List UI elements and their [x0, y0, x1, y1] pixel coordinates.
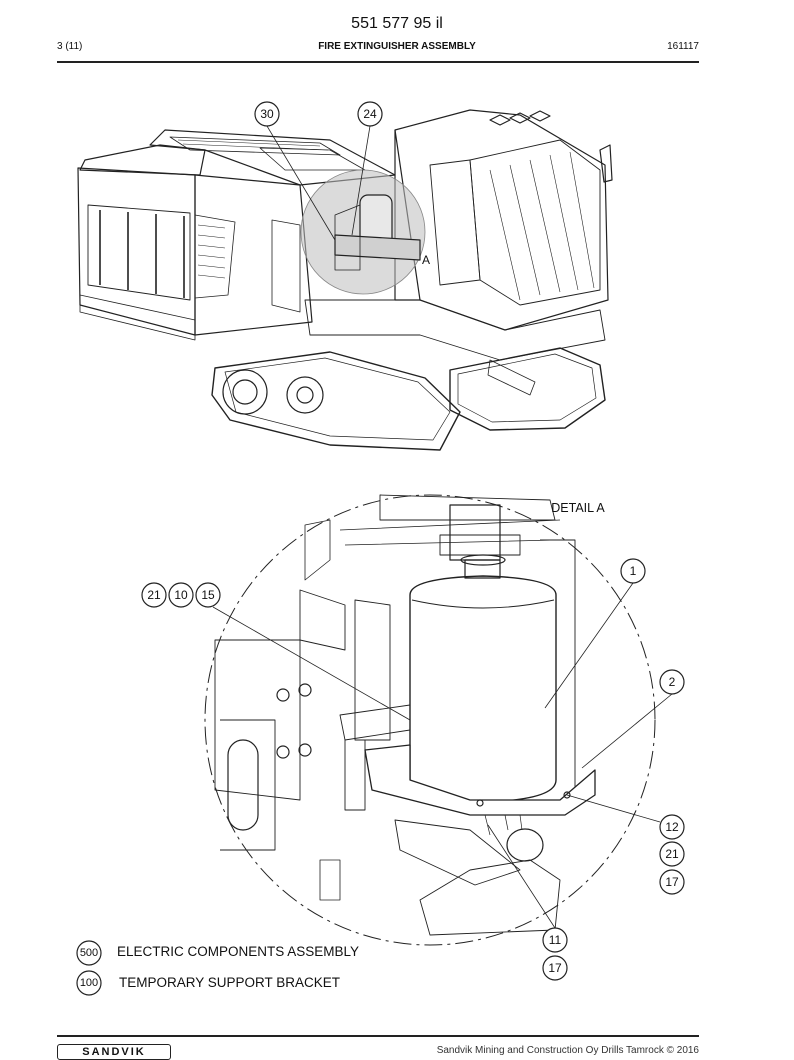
- detail-marker: A: [422, 253, 430, 267]
- callout-17: 17: [665, 875, 679, 889]
- callout-11: 11: [549, 933, 562, 947]
- detail-a-drawing: [204, 494, 656, 946]
- page-indicator: 3 (11): [57, 41, 83, 52]
- overview-callouts: [254, 101, 383, 127]
- detail-callouts: [141, 558, 685, 981]
- brand-logo: SANDVIK: [57, 1044, 171, 1060]
- drill-rig-illustration: [77, 109, 613, 451]
- callout-12: 12: [665, 820, 679, 834]
- legend-circles: [76, 940, 102, 996]
- callout-21: 21: [147, 588, 161, 602]
- callout-2: 2: [669, 675, 676, 689]
- detail-boundary: [204, 494, 656, 946]
- document-number: 551 577 95 il: [351, 15, 443, 32]
- detail-title: DETAIL A: [551, 501, 605, 515]
- callout-30: 30: [260, 107, 274, 121]
- callout-24: 24: [363, 107, 377, 121]
- legend-label-bracket: TEMPORARY SUPPORT BRACKET: [119, 975, 341, 990]
- detail-leaders: [212, 582, 673, 929]
- revision-code: 161117: [667, 41, 699, 52]
- footer-rule: [57, 1035, 699, 1037]
- header-rule: [57, 61, 699, 63]
- mounting-bracket: [364, 744, 596, 816]
- legend-label-electric: ELECTRIC COMPONENTS ASSEMBLY: [117, 944, 360, 959]
- legend-ref-100: 100: [80, 977, 98, 989]
- callout-17b: 17: [548, 961, 562, 975]
- callout-21b: 21: [665, 847, 679, 861]
- legend-ref-500: 500: [80, 947, 98, 959]
- callout-1: 1: [630, 564, 637, 578]
- callout-15: 15: [201, 588, 215, 602]
- copyright-text: Sandvik Mining and Construction Oy Drill…: [436, 1045, 699, 1056]
- callout-10: 10: [174, 588, 188, 602]
- fire-extinguisher: [409, 575, 557, 803]
- page-title: FIRE EXTINGUISHER ASSEMBLY: [318, 41, 476, 52]
